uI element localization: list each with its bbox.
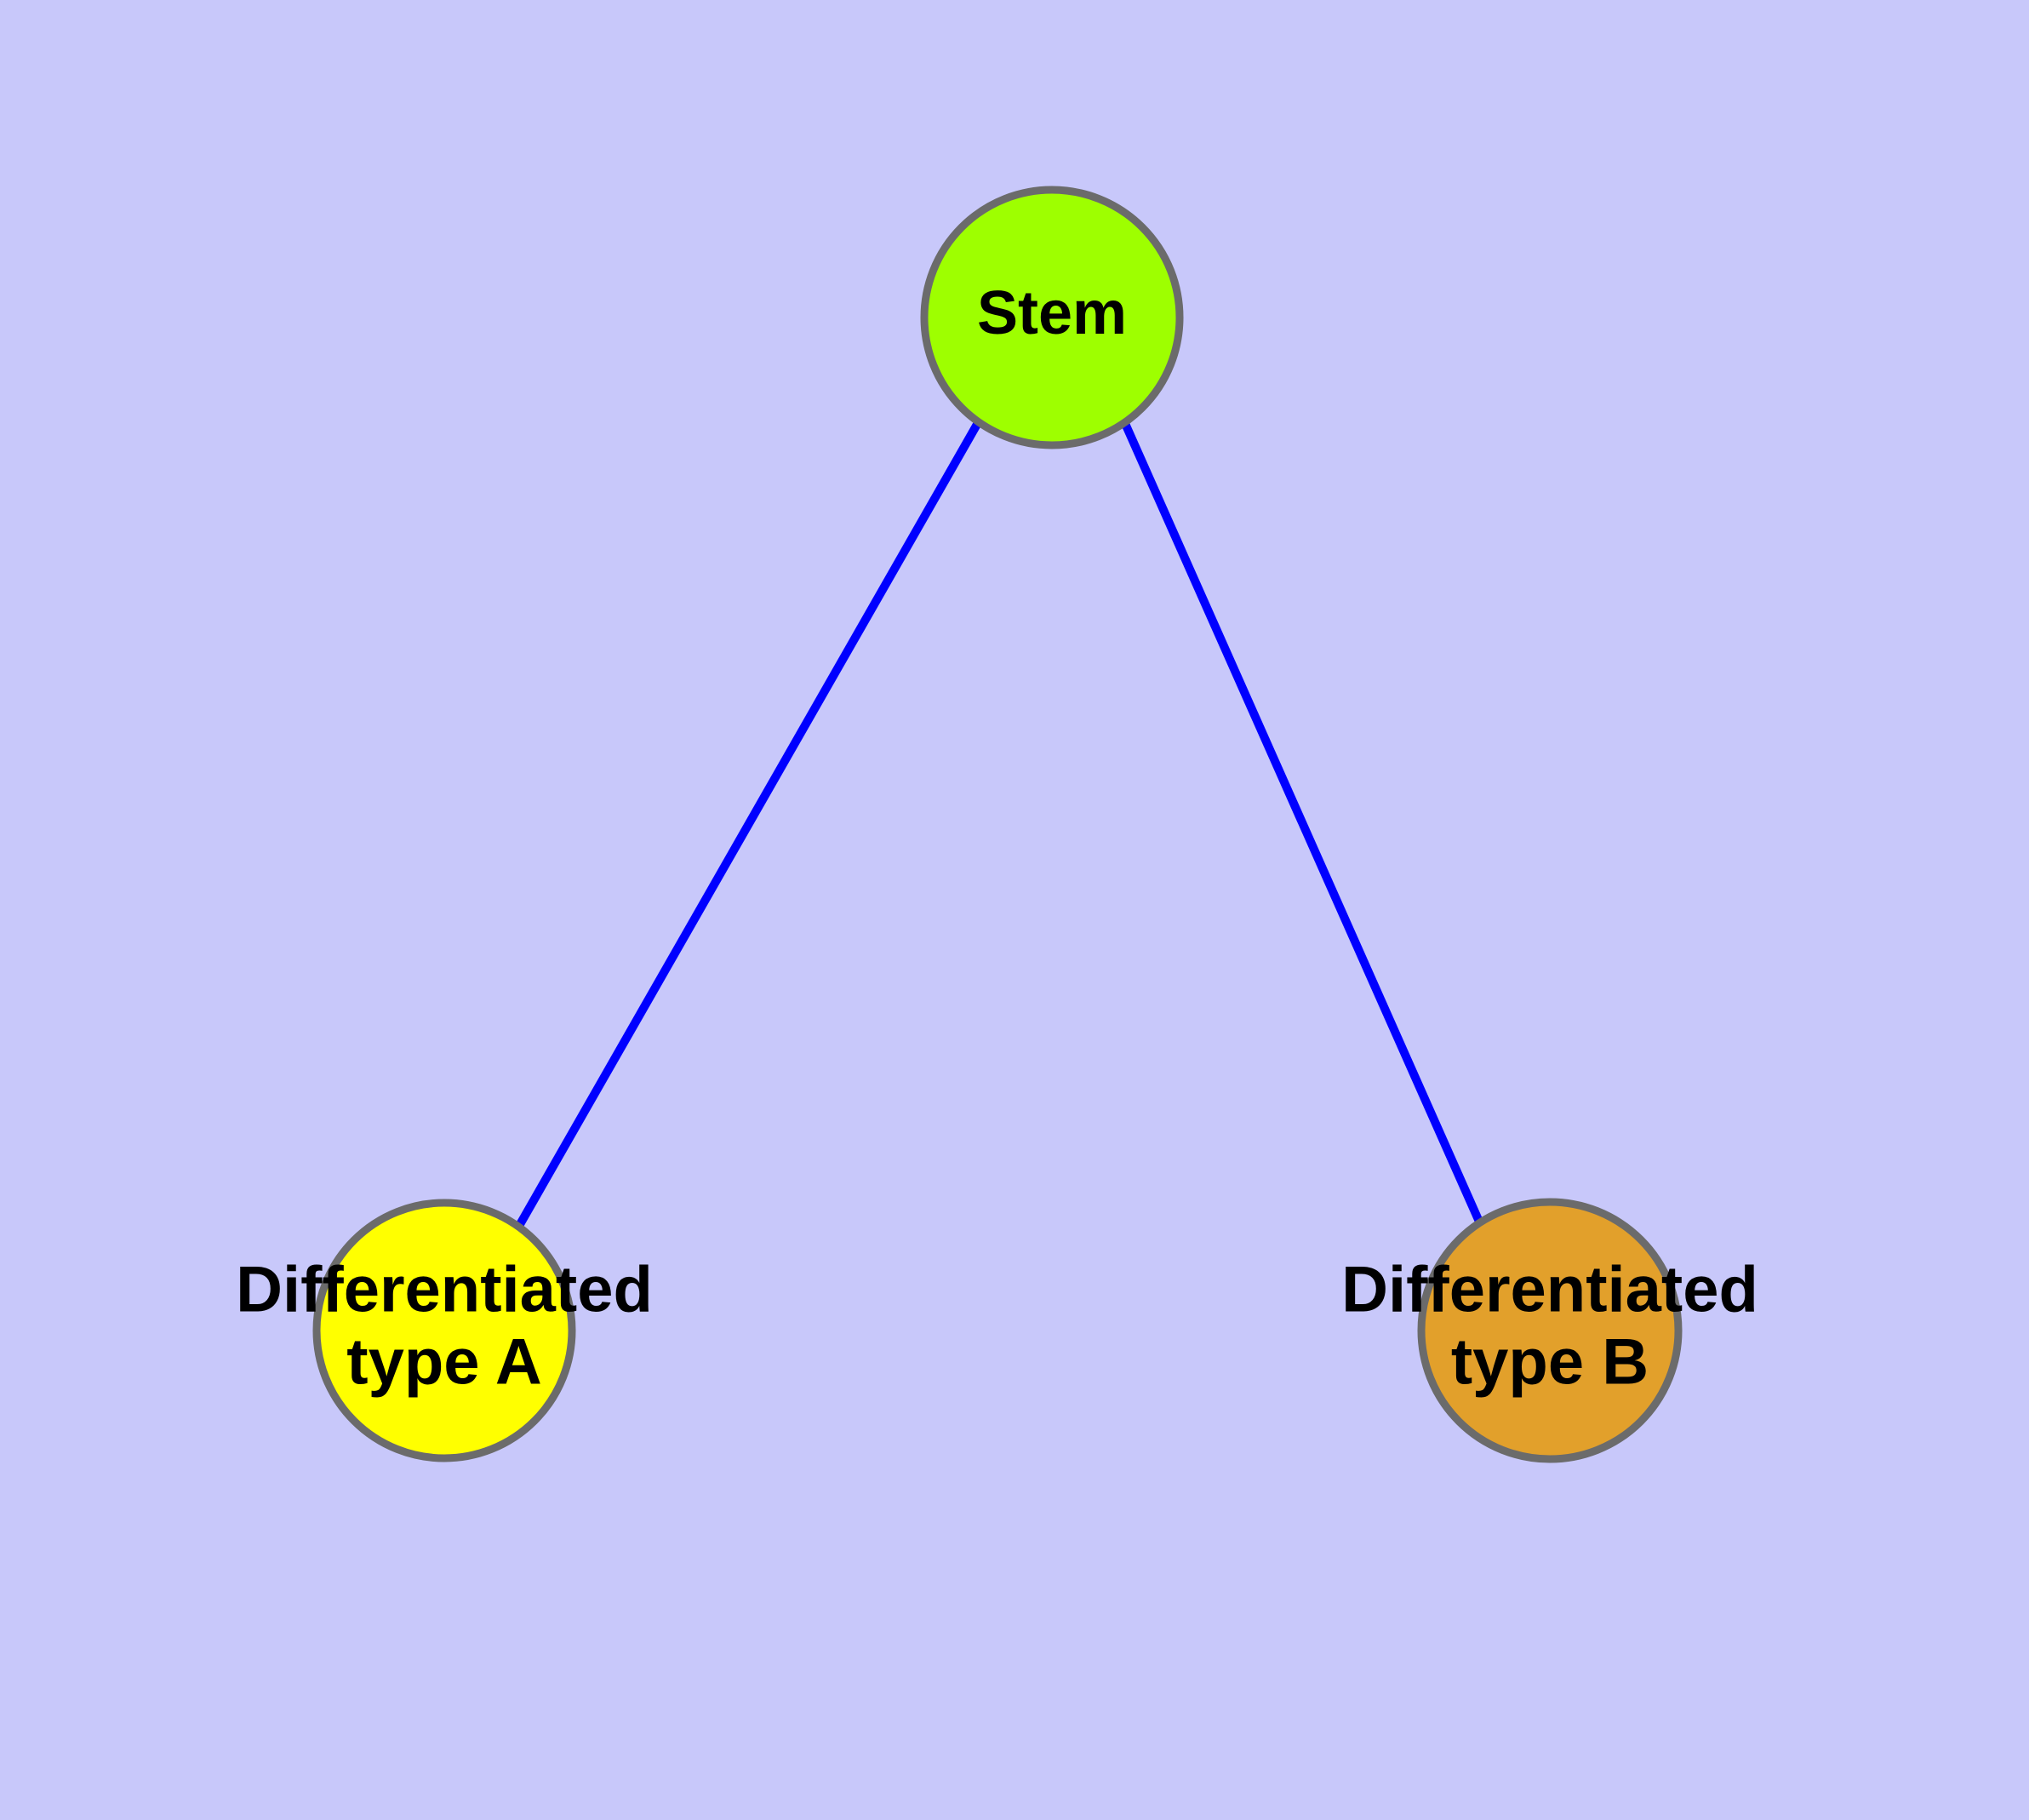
node-label-line: Differentiated	[1341, 1254, 1758, 1326]
node-label-stem: Stem	[977, 279, 1127, 347]
node-label-line: Stem	[977, 279, 1127, 347]
graph-node-stem[interactable]: Stem	[920, 186, 1184, 449]
graph-edge	[515, 419, 983, 1228]
graph-edge	[1119, 417, 1483, 1224]
node-circle-diff-b[interactable]	[1417, 1198, 1683, 1463]
node-label-line: type A	[346, 1326, 541, 1399]
node-circle-diff-a[interactable]	[312, 1199, 576, 1462]
node-circle-stem[interactable]	[920, 186, 1184, 449]
node-label-line: type B	[1451, 1326, 1649, 1399]
node-label-line: Differentiated	[236, 1254, 653, 1326]
edges-layer	[515, 417, 1483, 1228]
